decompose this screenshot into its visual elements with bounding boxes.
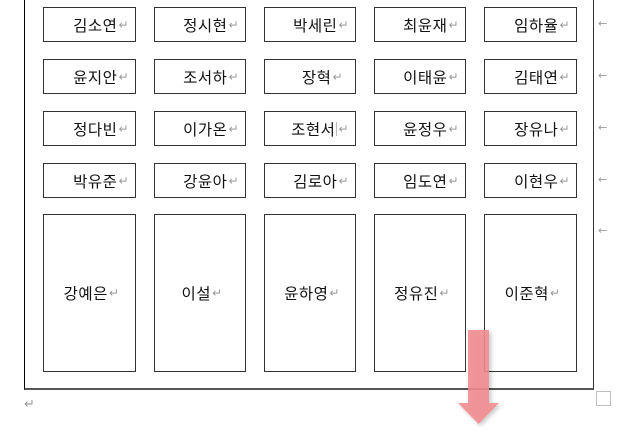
cell-end-mark-icon: ↵ [228, 173, 239, 188]
paragraph-mark-icon: ↵ [24, 397, 35, 412]
table-cell[interactable]: 이가온↵ [154, 111, 246, 146]
table-cell[interactable]: 박유준↵ [43, 163, 136, 198]
table-cell[interactable]: 조서하↵ [154, 59, 246, 94]
table-cell[interactable]: 박세린↵ [264, 7, 356, 42]
table-cell[interactable]: 임하율↵ [484, 7, 577, 42]
row-end-mark-icon: ← [598, 224, 608, 237]
table-cell[interactable]: 장혁↵ [264, 59, 356, 94]
table-cell[interactable]: 최윤재↵ [374, 7, 466, 42]
cell-end-mark-icon: ↵ [118, 173, 129, 188]
table-cell[interactable]: 윤지안↵ [43, 59, 136, 94]
cell-end-mark-icon: ↵ [211, 286, 223, 300]
cell-end-mark-icon: ↵ [559, 121, 570, 136]
table-cell[interactable]: 이준혁↵ [484, 214, 577, 372]
outer-table-frame [24, 0, 594, 390]
table-cell[interactable]: 윤하영↵ [264, 214, 356, 372]
table-cell[interactable]: 정유진↵ [374, 214, 466, 372]
down-arrow-icon [458, 330, 499, 424]
cell-end-mark-icon: ↵ [332, 69, 343, 84]
cell-end-mark-icon: ↵ [228, 69, 239, 84]
cell-end-mark-icon: ↵ [549, 286, 561, 300]
table-cell[interactable]: 정시현↵ [154, 7, 246, 42]
row-end-mark-icon: ← [598, 173, 608, 186]
cell-end-mark-icon: ↵ [336, 121, 349, 136]
table-cell[interactable]: 임도연↵ [374, 163, 466, 198]
table-cell[interactable]: 김태연↵ [484, 59, 577, 94]
table-cell[interactable]: 이설↵ [154, 214, 246, 372]
cell-end-mark-icon: ↵ [559, 173, 570, 188]
cell-end-mark-icon: ↵ [338, 17, 349, 32]
table-cell[interactable]: 강윤아↵ [154, 163, 246, 198]
cell-end-mark-icon: ↵ [108, 286, 120, 300]
table-cell[interactable]: 정다빈↵ [43, 111, 136, 146]
row-end-mark-icon: ← [598, 17, 608, 30]
cell-end-mark-icon: ↵ [559, 69, 570, 84]
table-resize-handle[interactable] [596, 391, 611, 406]
cell-end-mark-icon: ↵ [228, 17, 239, 32]
cell-end-mark-icon: ↵ [439, 286, 450, 300]
row-end-mark-icon: ← [598, 69, 608, 82]
table-cell[interactable]: 장유나↵ [484, 111, 577, 146]
cell-end-mark-icon: ↵ [338, 173, 349, 188]
cell-end-mark-icon: ↵ [448, 173, 459, 188]
cell-end-mark-icon: ↵ [448, 69, 459, 84]
cell-end-mark-icon: ↵ [329, 286, 340, 300]
table-cell[interactable]: 강예은↵ [43, 214, 136, 372]
table-cell[interactable]: 김로아↵ [264, 163, 356, 198]
cell-end-mark-icon: ↵ [559, 17, 570, 32]
table-cell[interactable]: 이현우↵ [484, 163, 577, 198]
cell-end-mark-icon: ↵ [118, 69, 129, 84]
cell-end-mark-icon: ↵ [448, 17, 459, 32]
row-end-mark-icon: ← [598, 121, 608, 134]
cell-end-mark-icon: ↵ [118, 17, 129, 32]
table-cell[interactable]: 윤정우↵ [374, 111, 466, 146]
cell-end-mark-icon: ↵ [228, 121, 239, 136]
table-cell[interactable]: 김소연↵ [43, 7, 136, 42]
table-cell[interactable]: 조현서↵ [264, 111, 356, 146]
cell-end-mark-icon: ↵ [118, 121, 129, 136]
table-cell[interactable]: 이태윤↵ [374, 59, 466, 94]
cell-end-mark-icon: ↵ [448, 121, 459, 136]
